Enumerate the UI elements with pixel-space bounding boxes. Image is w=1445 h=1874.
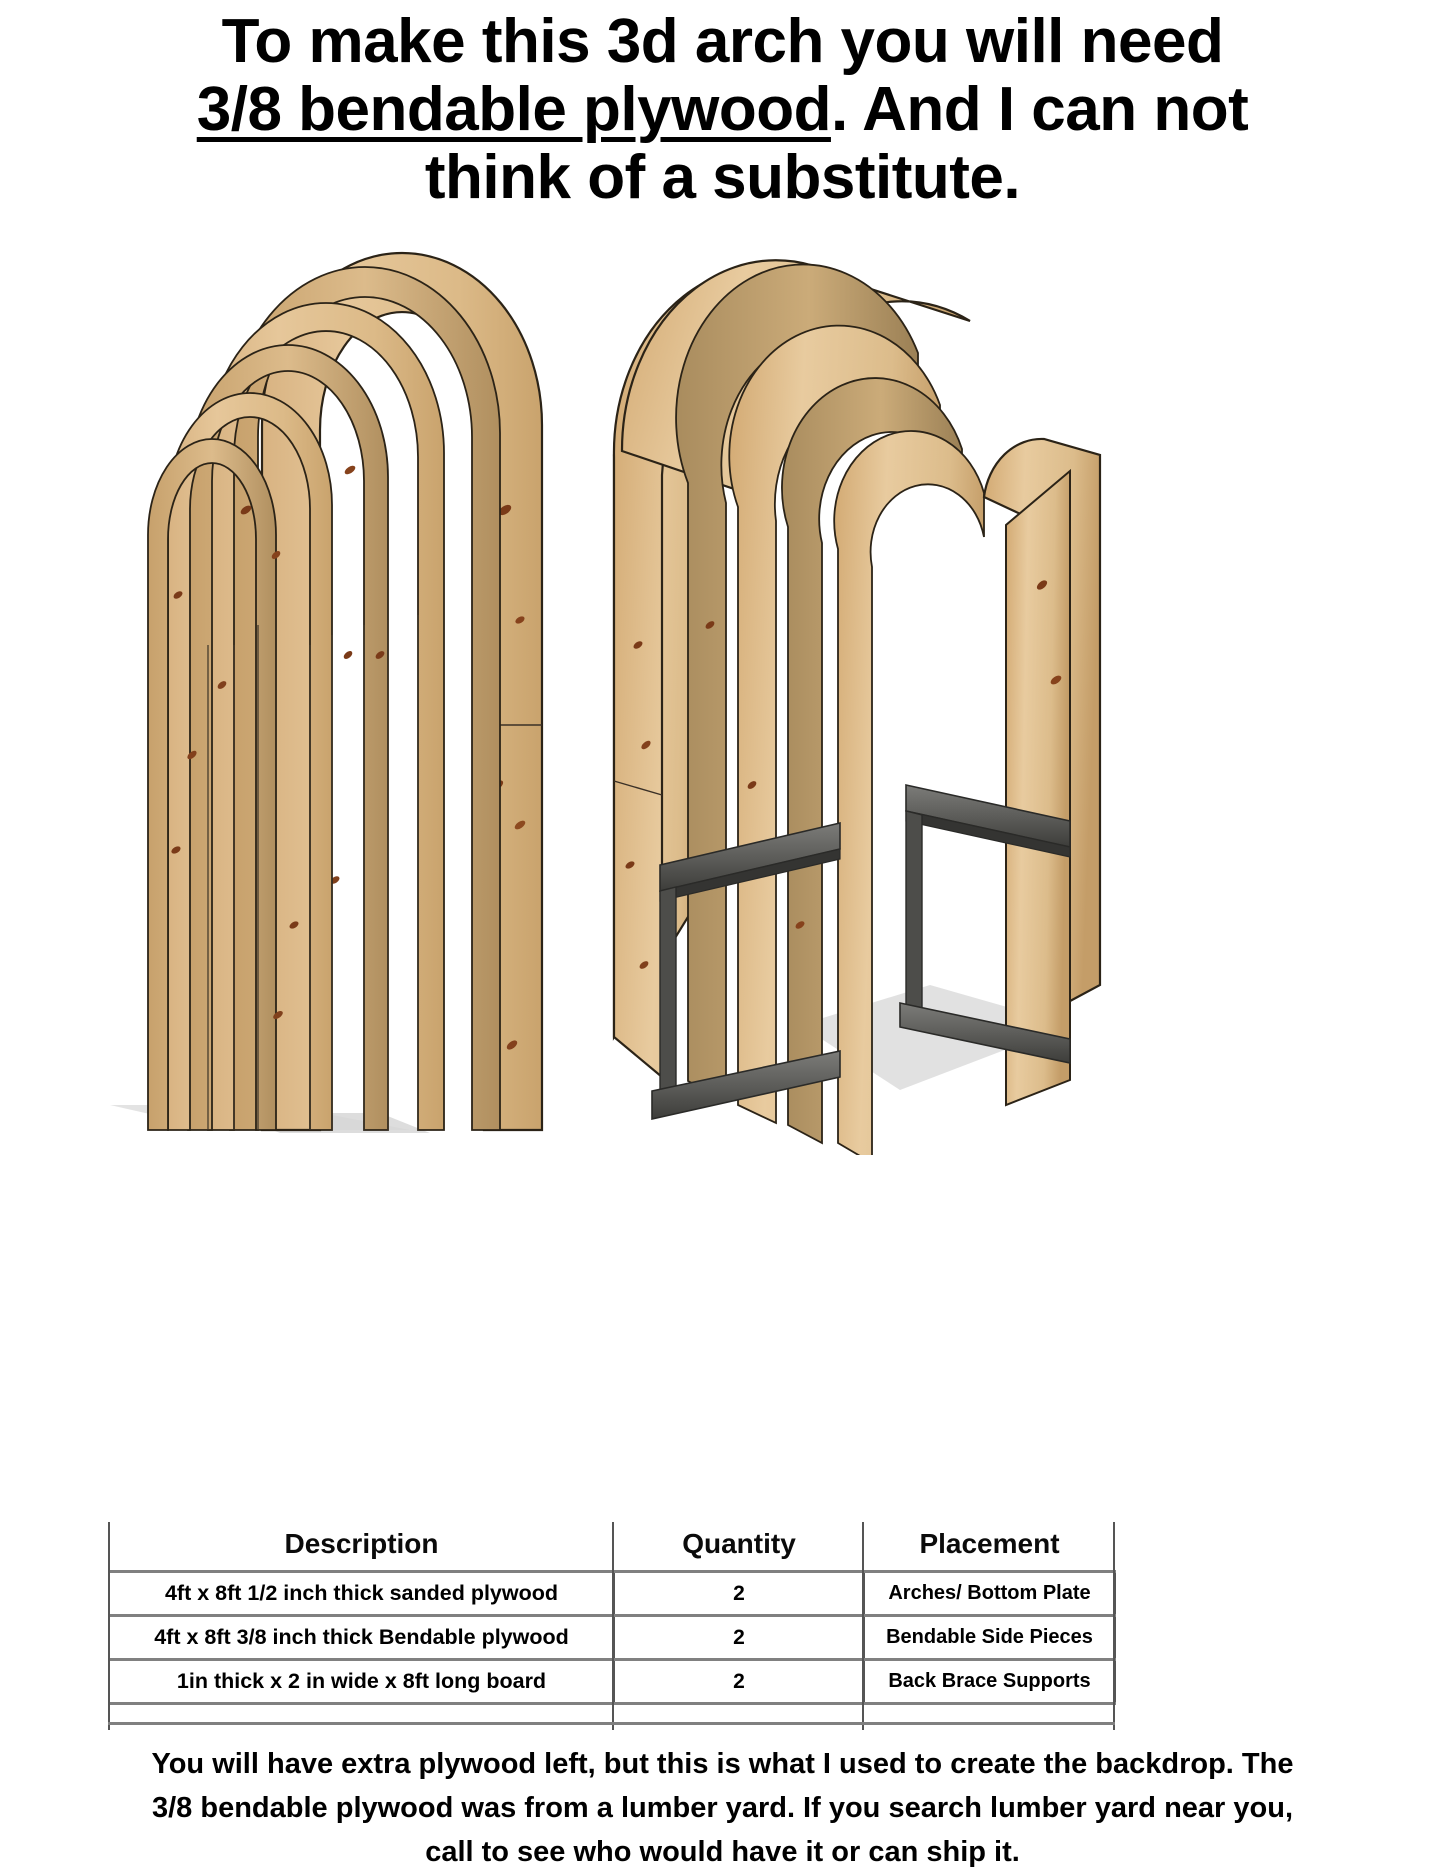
cell-placement: Bendable Side Pieces <box>863 1614 1116 1661</box>
left-arch-diagram <box>110 251 544 1133</box>
cell-quantity: 2 <box>613 1658 865 1705</box>
table-rule-right <box>1113 1522 1115 1730</box>
table-rule-bottom <box>108 1722 1115 1725</box>
footer-line-1: You will have extra plywood left, but th… <box>151 1748 1294 1780</box>
table-header-row: Description Quantity Placement <box>109 1522 1115 1572</box>
arch-layer-stack <box>147 266 501 1131</box>
cell-quantity: 2 <box>613 1570 865 1617</box>
cell-description: 4ft x 8ft 1/2 inch thick sanded plywood <box>108 1570 615 1617</box>
title-line-3: think of a substitute. <box>424 143 1021 212</box>
cell-placement: Arches/ Bottom Plate <box>863 1570 1116 1617</box>
title-underlined-phrase: 3/8 bendable plywood <box>196 75 832 144</box>
column-header-quantity: Quantity <box>682 1528 796 1559</box>
cell-quantity: 2 <box>613 1614 865 1661</box>
table-rule-left <box>108 1522 110 1730</box>
title-line-2: 3/8 bendable plywood. And I can not <box>0 76 1445 144</box>
footer-line-2: 3/8 bendable plywood was from a lumber y… <box>152 1792 1293 1824</box>
arch-layer-gaps <box>207 615 419 1130</box>
title-line-1: To make this 3d arch you will need <box>221 7 1224 76</box>
column-header-description: Description <box>284 1528 439 1559</box>
arch-illustration-area <box>0 225 1445 1165</box>
cell-description: 1in thick x 2 in wide x 8ft long board <box>108 1658 615 1705</box>
page-title: To make this 3d arch you will need 3/8 b… <box>0 8 1445 212</box>
title-line-2-rest: . And I can not <box>830 75 1249 144</box>
column-header-placement: Placement <box>919 1528 1060 1559</box>
rear-arch-right-leg <box>982 437 1102 1107</box>
table-rule-col-2 <box>862 1522 864 1730</box>
cell-description: 4ft x 8ft 3/8 inch thick Bendable plywoo… <box>108 1614 615 1661</box>
table-row: 4ft x 8ft 3/8 inch thick Bendable plywoo… <box>108 1614 1116 1661</box>
table-header: Description Quantity Placement <box>109 1522 1115 1572</box>
footer-line-3: call to see who would have it or can shi… <box>425 1836 1020 1868</box>
table-row: 1in thick x 2 in wide x 8ft long board 2… <box>108 1658 1116 1705</box>
back-brace-supports <box>651 784 1071 1120</box>
wood-knots <box>171 465 385 1020</box>
cell-placement: Back Brace Supports <box>863 1658 1116 1705</box>
table-rule-col-1 <box>612 1522 614 1730</box>
wood-knots <box>625 621 805 969</box>
footer-note: You will have extra plywood left, but th… <box>30 1742 1415 1874</box>
right-arch-diagram <box>612 259 1102 1155</box>
